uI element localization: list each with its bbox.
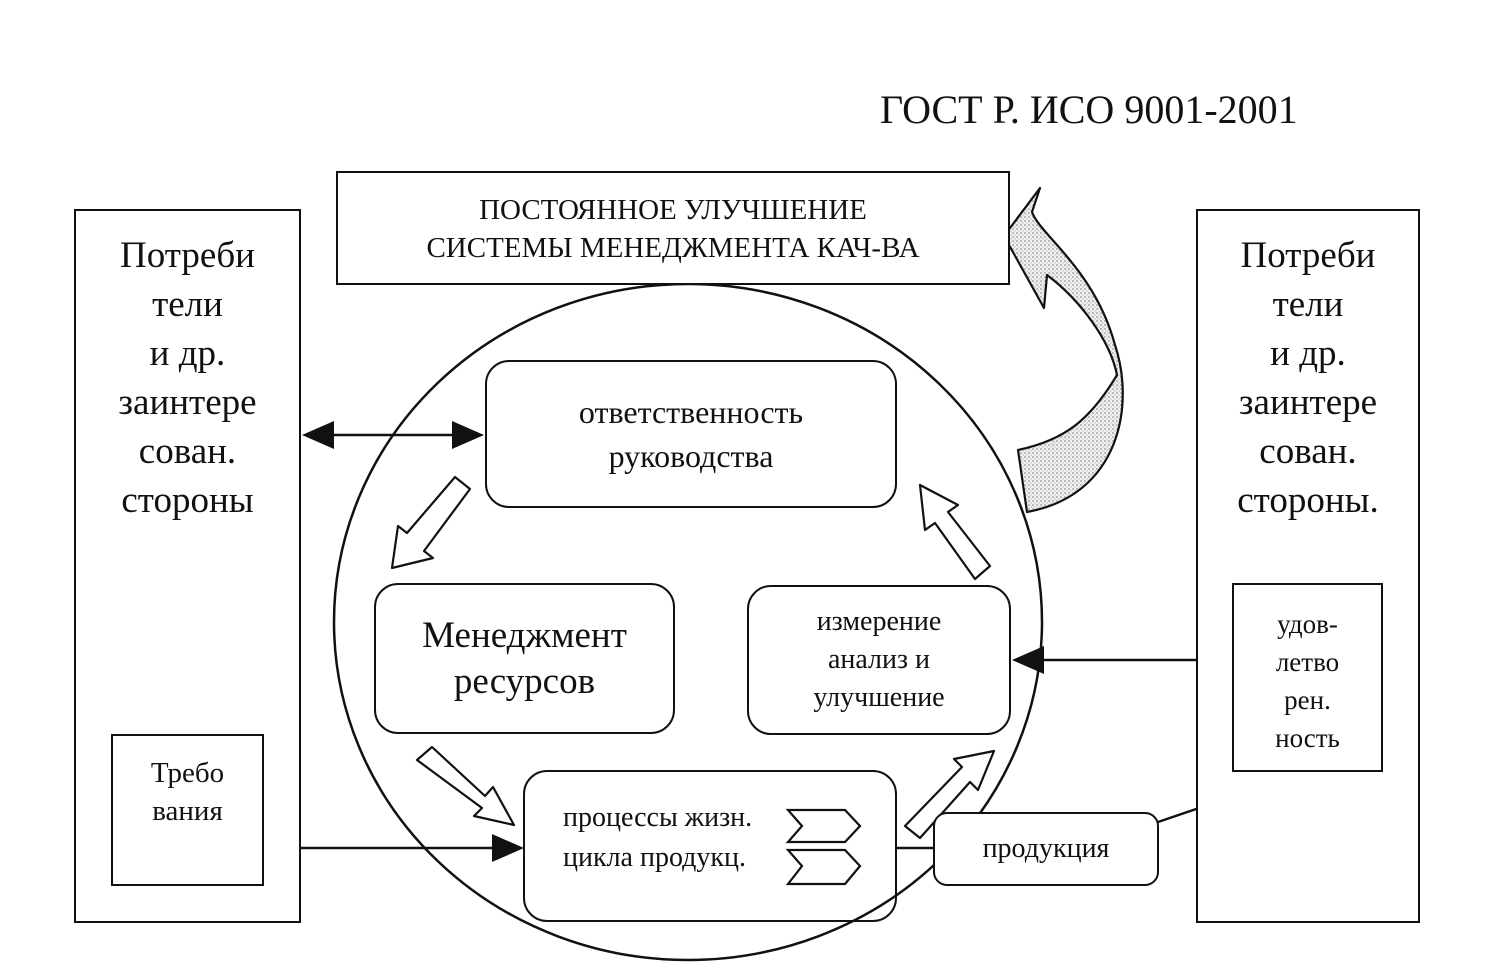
chevron-icon [785, 848, 862, 886]
satisfaction-line: рен. [1284, 685, 1331, 715]
lifecycle-line: процессы жизн. [563, 802, 753, 833]
product-label: продукция [982, 833, 1110, 864]
standard-title: ГОСТ Р. ИСО 9001-2001 [880, 87, 1298, 132]
measurement-line: измерение [816, 606, 942, 637]
lifecycle-line: цикла продукц. [563, 842, 746, 873]
left-party-line: стороны [121, 480, 254, 521]
left-party-line: и др. [149, 333, 226, 374]
right-party-line: сован. [1259, 431, 1357, 472]
requirements-arrow [263, 834, 524, 862]
right-party-line: заинтере [1238, 382, 1378, 423]
left-party-line: сован. [138, 431, 237, 472]
measurement-line: улучшение [813, 682, 945, 713]
left-party-line: Потреби [120, 235, 255, 276]
requirements-box: Требо вания [111, 734, 264, 886]
requirements-line: вания [152, 795, 223, 827]
improvement-curved-arrow [1002, 186, 1124, 514]
right-interested-parties: Потреби тели и др. заинтере сован. сторо… [1196, 209, 1420, 923]
flow-arrow-measurement-to-responsibility [918, 483, 992, 581]
flow-arrow-responsibility-to-resources [390, 475, 472, 570]
right-party-line: стороны. [1237, 480, 1379, 521]
satisfaction-line: ность [1275, 723, 1340, 753]
satisfaction-line: летво [1275, 647, 1340, 677]
satisfaction-box: удов- летво рен. ность [1232, 583, 1383, 772]
right-party-line: и др. [1270, 333, 1346, 374]
improvement-box: ПОСТОЯННОЕ УЛУЧШЕНИЕ СИСТЕМЫ МЕНЕДЖМЕНТА… [336, 171, 1010, 285]
resources-line: Менеджмент [422, 614, 627, 656]
requirements-line: Требо [150, 757, 225, 789]
right-party-line: Потреби [1240, 235, 1376, 276]
resources-box: Менеджмент ресурсов [374, 583, 675, 734]
product-box: продукция [933, 812, 1159, 886]
flow-arrow-lifecycle-to-measurement [903, 749, 996, 840]
resources-line: ресурсов [453, 660, 596, 702]
left-party-line: заинтере [118, 382, 257, 423]
flow-arrow-resources-to-lifecycle [415, 745, 516, 827]
satisfaction-line: удов- [1277, 609, 1338, 639]
chevron-icon [785, 808, 862, 844]
right-party-line: тели [1272, 284, 1344, 325]
left-party-label: Потреби тели и др. заинтере сован. сторо… [76, 211, 299, 525]
left-party-line: тели [152, 284, 223, 325]
measurement-box: измерение анализ и улучшение [747, 585, 1011, 735]
right-party-label: Потреби тели и др. заинтере сован. сторо… [1198, 211, 1418, 525]
improvement-line-1: ПОСТОЯННОЕ УЛУЧШЕНИЕ [479, 194, 867, 226]
measurement-line: анализ и [827, 644, 931, 675]
responsibility-box: ответственность руководства [485, 360, 897, 508]
responsibility-line: ответственность [578, 394, 804, 430]
lifecycle-box: процессы жизн. цикла продукц. [523, 770, 897, 922]
responsibility-line: руководства [608, 438, 774, 474]
left-double-arrow [302, 421, 484, 449]
improvement-line-2: СИСТЕМЫ МЕНЕДЖМЕНТА КАЧ-ВА [426, 232, 920, 264]
